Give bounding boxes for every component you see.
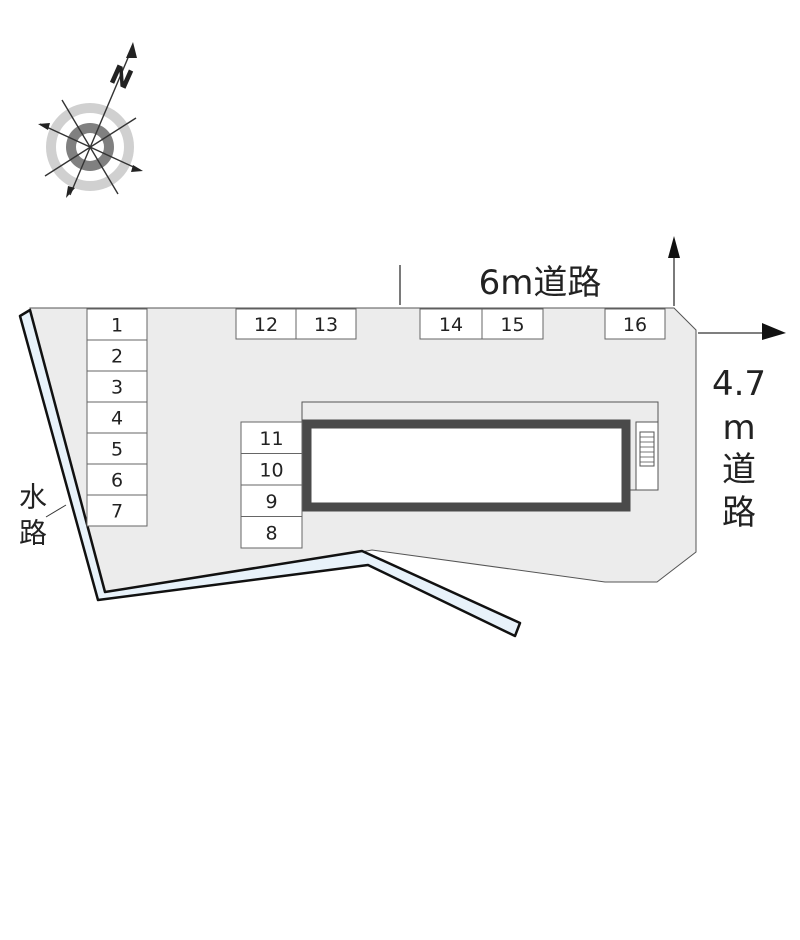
parking-slot-number: 12 — [254, 314, 278, 336]
parking-slot: 10 — [240, 453, 303, 486]
north-label: N — [105, 60, 137, 96]
parking-slot-number: 2 — [111, 346, 123, 368]
parking-slot-number: 9 — [265, 491, 277, 513]
parking-slot-number: 15 — [500, 314, 524, 336]
right-road-width: 4.7 — [712, 364, 766, 404]
waterway — [18, 308, 522, 638]
parking-slot: 13 — [295, 308, 357, 340]
parking-slot-box — [86, 308, 148, 341]
parking-slot-number: 3 — [111, 377, 123, 399]
parking-slot-box — [240, 421, 303, 454]
parking-slot-number: 13 — [314, 314, 338, 336]
parking-slot: 14 — [419, 308, 483, 340]
parking-slot-box — [295, 308, 357, 340]
stairs-icon — [639, 431, 655, 467]
parking-slot-number: 11 — [259, 428, 283, 450]
parking-slot-box — [481, 308, 544, 340]
parking-slot-box — [86, 339, 148, 372]
parking-slot-number: 16 — [623, 314, 647, 336]
north-road-arrow-icon — [668, 236, 680, 258]
parking-slot: 11 — [240, 421, 303, 454]
parking-slot: 3 — [86, 370, 148, 403]
parking-slot-number: 10 — [259, 459, 283, 481]
parking-slot-number: 6 — [111, 470, 123, 492]
parking-slot-box — [240, 516, 303, 549]
east-road-arrow-icon — [762, 323, 786, 340]
parking-slot: 12 — [235, 308, 297, 340]
parking-slot: 5 — [86, 432, 148, 465]
waterway-char-2: 路 — [19, 517, 47, 550]
parking-slot: 4 — [86, 401, 148, 434]
parking-slot: 2 — [86, 339, 148, 372]
parking-slot-number: 14 — [439, 314, 463, 336]
parking-slot: 15 — [481, 308, 544, 340]
parking-slot-box — [235, 308, 297, 340]
parking-slot-number: 4 — [111, 408, 123, 430]
building — [302, 419, 631, 512]
waterway-char-1: 水 — [19, 481, 47, 514]
parking-slot-box — [86, 401, 148, 434]
parking-slot: 16 — [604, 308, 666, 340]
parking-slot-number: 5 — [111, 439, 123, 461]
right-road-unit: m — [722, 408, 755, 448]
parking-slot: 7 — [86, 494, 148, 527]
right-road-char-1: 道 — [722, 450, 756, 490]
parking-slot-box — [419, 308, 483, 340]
parking-slot-box — [604, 308, 666, 340]
parking-slot: 8 — [240, 516, 303, 549]
parking-slot: 6 — [86, 463, 148, 496]
parking-slot: 9 — [240, 484, 303, 517]
parking-slot-number: 8 — [265, 522, 277, 544]
compass-rose-icon: N — [38, 42, 143, 198]
top-road-label: 6m道路 — [479, 263, 602, 303]
right-road-char-2: 路 — [722, 493, 756, 533]
parking-slot-box — [86, 463, 148, 496]
parking-slot-number: 1 — [111, 315, 123, 337]
parking-slot-number: 7 — [111, 501, 123, 523]
parking-slot: 1 — [86, 308, 148, 341]
parking-slot-box — [240, 484, 303, 517]
parking-slot-box — [86, 494, 148, 527]
parking-slot-box — [86, 370, 148, 403]
